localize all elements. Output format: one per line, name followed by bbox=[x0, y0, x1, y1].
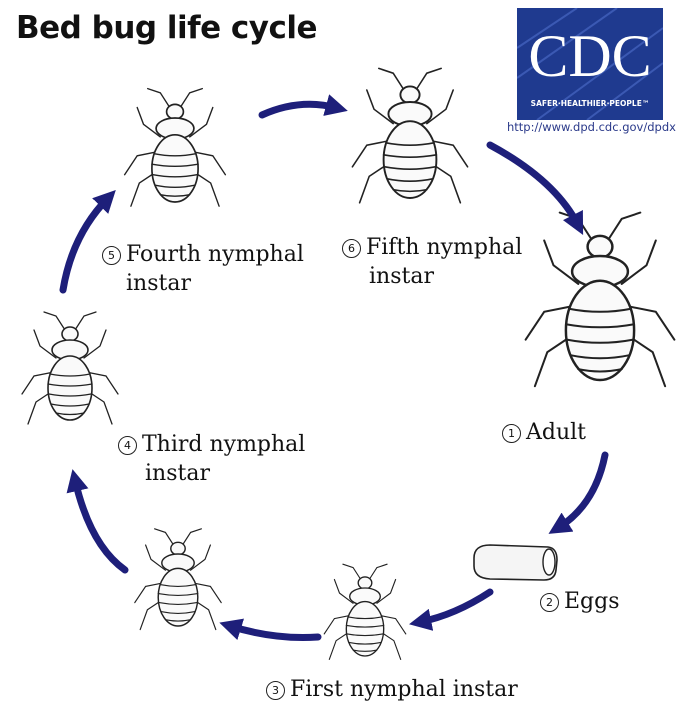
arrow-first-to-second bbox=[230, 626, 318, 638]
arrow-adult-to-eggs bbox=[558, 455, 605, 528]
logo-tagline: SAFER·HEALTHIER·PEOPLE™ bbox=[531, 99, 650, 108]
fifth-instar-bug bbox=[352, 68, 467, 202]
source-url: http://www.dpd.cdc.gov/dpdx bbox=[507, 120, 676, 134]
first-instar-bug bbox=[324, 564, 406, 659]
stage-number: 2 bbox=[540, 593, 559, 612]
egg bbox=[474, 545, 557, 580]
stage-number: 1 bbox=[502, 424, 521, 443]
adult-bug bbox=[526, 213, 675, 387]
stage-number: 3 bbox=[266, 681, 285, 700]
stage-number: 4 bbox=[118, 436, 137, 455]
stage-number: 6 bbox=[342, 239, 361, 258]
arrow-fourth-to-fifth bbox=[262, 104, 337, 115]
logo-text: CDC bbox=[528, 23, 651, 89]
stage-number: 5 bbox=[102, 246, 121, 265]
arrow-eggs-to-first bbox=[420, 592, 490, 622]
arrow-fifth-to-adult bbox=[490, 145, 578, 225]
fourth-instar-bug bbox=[125, 89, 226, 207]
cdc-logo: CDC SAFER·HEALTHIER·PEOPLE™ bbox=[517, 8, 663, 120]
second-instar-bug bbox=[135, 529, 221, 630]
arrow-second-to-third bbox=[75, 480, 125, 570]
page-title: Bed bug life cycle bbox=[16, 10, 317, 46]
third-instar-bug bbox=[22, 312, 118, 424]
